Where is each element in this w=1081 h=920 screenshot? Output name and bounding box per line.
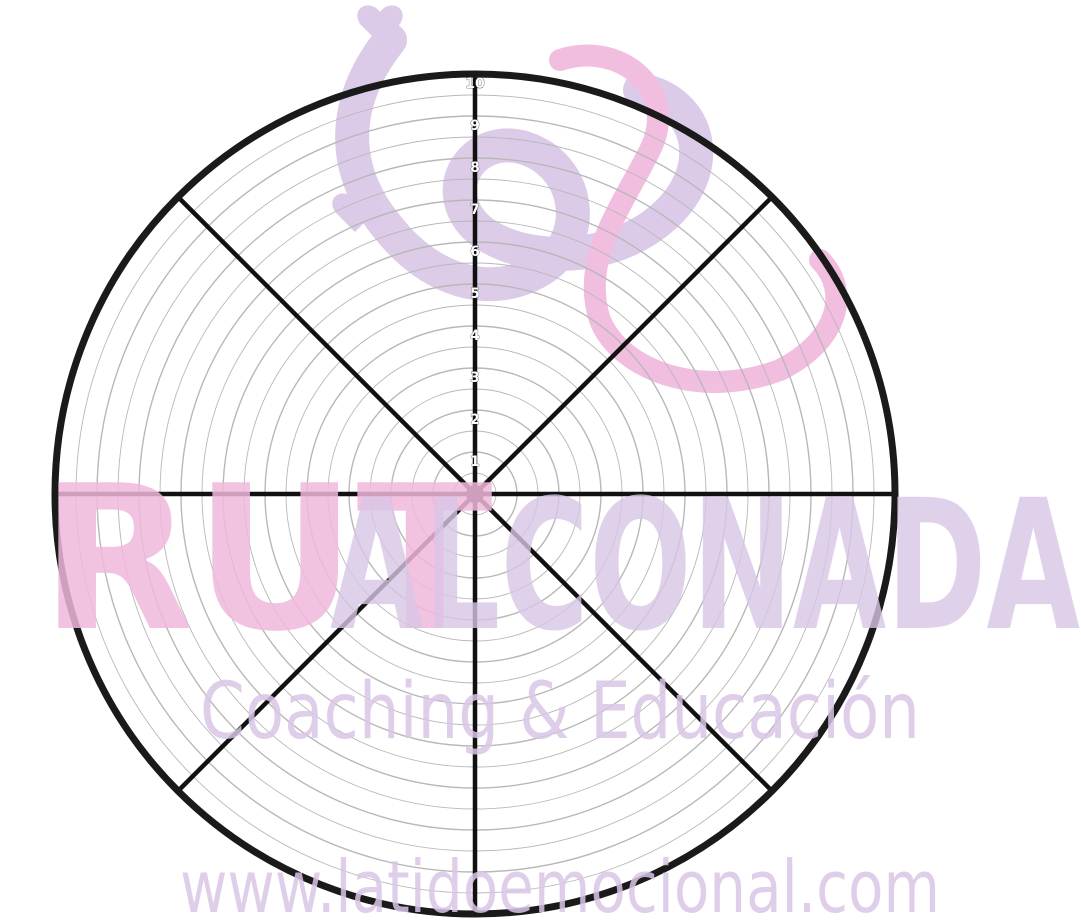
ring-label: 9 xyxy=(470,118,480,134)
ring-label: 5 xyxy=(470,286,480,302)
ring-label: 2 xyxy=(470,412,480,428)
watermark-tagline: Coaching & Educación xyxy=(200,667,920,757)
watermark-name-last: ALCONADA xyxy=(330,462,1080,671)
ring-label: 10 xyxy=(465,76,485,92)
ring-label: 8 xyxy=(470,160,480,176)
ring-label: 3 xyxy=(470,370,480,386)
watermark-url: www.latidoemocional.com xyxy=(180,845,940,920)
ring-label: 4 xyxy=(470,328,480,344)
watermark-logo xyxy=(332,5,836,382)
ring-label: 7 xyxy=(470,202,480,218)
ring-label: 6 xyxy=(470,244,480,260)
